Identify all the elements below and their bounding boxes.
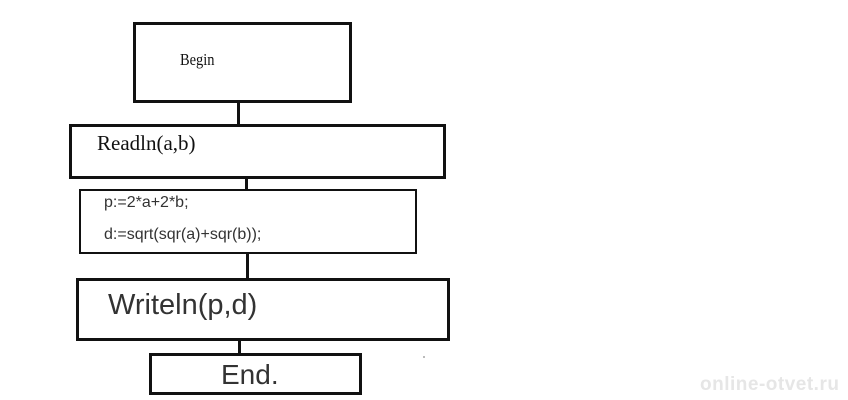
calc-line-1: p:=2*a+2*b; — [104, 194, 189, 211]
connector-write-end — [238, 341, 241, 353]
stray-dot — [423, 356, 425, 358]
connector-read-calc — [245, 179, 248, 189]
watermark: online-otvet.ru — [700, 374, 840, 395]
connector-calc-write — [246, 254, 249, 278]
begin-label: Begin — [180, 50, 215, 69]
end-block — [149, 353, 362, 395]
calc-block — [79, 189, 417, 254]
write-block — [76, 278, 450, 341]
connector-begin-read — [237, 103, 240, 124]
read-label: Readln(a,b) — [97, 131, 196, 155]
write-label: Writeln(p,d) — [108, 289, 258, 321]
begin-block — [133, 22, 352, 103]
calc-line-2: d:=sqrt(sqr(a)+sqr(b)); — [104, 226, 262, 243]
read-block — [69, 124, 446, 179]
end-label: End. — [221, 359, 279, 390]
